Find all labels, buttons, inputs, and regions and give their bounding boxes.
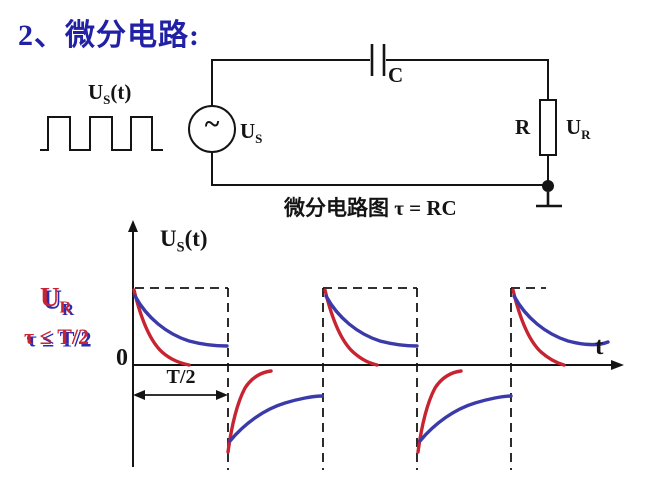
input-wave-label-base: U — [88, 80, 104, 104]
plot-y-axis-label: US(t) — [160, 226, 208, 256]
junction-dot — [542, 180, 554, 192]
half-period-label: T/2 — [166, 366, 196, 388]
x-axis-arrow-icon — [611, 360, 624, 370]
capacitor-label: C — [388, 63, 404, 87]
output-voltage-label: UR — [566, 115, 591, 143]
blue-curve-negative2 — [418, 394, 513, 443]
circuit-wire-top-left — [211, 59, 370, 106]
plot-y-axis-sub: S — [176, 239, 185, 256]
dashed-pulse-edges — [227, 288, 512, 470]
origin-label: 0 — [116, 345, 128, 371]
input-square-wave-icon — [40, 116, 163, 151]
output-voltage-base: U — [566, 115, 582, 139]
side-output-base: U — [40, 282, 60, 312]
blue-curve-pulse3 — [512, 294, 610, 347]
ac-source-tilde-icon: ~ — [204, 109, 220, 140]
side-output-sub: R — [59, 297, 72, 317]
input-wave-label: US(t) — [88, 80, 132, 108]
red-curve-pulse1 — [132, 288, 191, 367]
half-period-arrow-right-icon — [216, 390, 228, 400]
half-period-arrow-left-icon — [133, 390, 145, 400]
plot-y-axis-base: U — [160, 226, 177, 251]
time-axis-label: t — [595, 333, 604, 360]
input-wave-label-sub: S — [103, 92, 111, 108]
ac-source-icon — [188, 105, 236, 153]
ground-icon — [536, 192, 562, 208]
page-title: 2、微分电路: — [18, 19, 200, 52]
source-voltage-label: US — [240, 119, 263, 147]
resistor-label: R — [515, 115, 531, 139]
blue-curve-pulse1 — [133, 294, 229, 348]
input-wave-label-rest: (t) — [110, 80, 132, 104]
red-curve-pulse3 — [511, 288, 566, 367]
red-curve-negative1 — [226, 369, 273, 454]
blue-curve-pulse2 — [324, 294, 419, 348]
y-axis-arrow-icon — [128, 220, 138, 232]
plot-y-axis-rest: (t) — [184, 226, 208, 251]
blue-curve-negative1 — [228, 394, 324, 443]
source-voltage-base: U — [240, 119, 256, 143]
source-voltage-sub: S — [255, 131, 263, 147]
circuit-caption: 微分电路图 τ = RC — [284, 196, 457, 220]
side-output-label: UR — [40, 282, 72, 317]
resistor-symbol — [539, 99, 557, 156]
tau-condition-label: τ ≤ T/2 — [24, 324, 90, 349]
output-voltage-sub: R — [581, 127, 591, 143]
red-curve-pulse2 — [323, 288, 379, 367]
red-curve-negative2 — [416, 369, 463, 454]
circuit-wire-bottom — [211, 152, 548, 186]
circuit-wire-top-right — [386, 59, 549, 100]
